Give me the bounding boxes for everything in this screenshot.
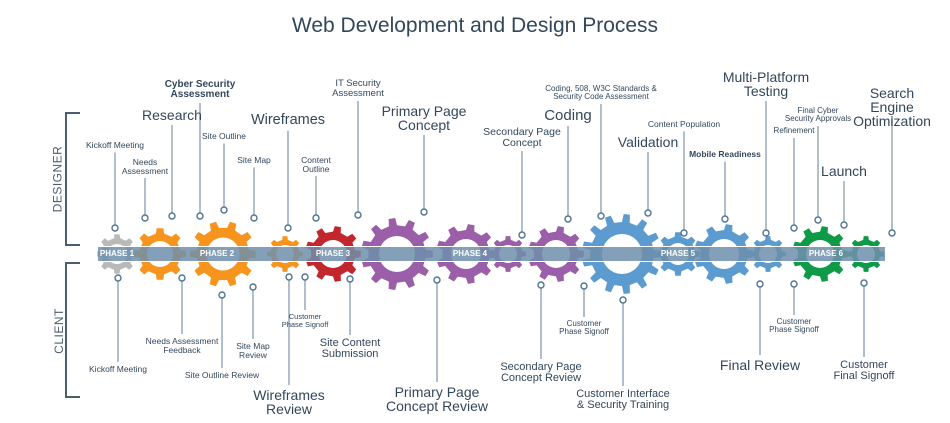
milestone-marker-icon [597,212,605,220]
client-step-label: Needs Assessment Feedback [145,336,219,355]
milestone-marker-icon [580,282,588,290]
milestone-marker-icon [790,280,798,288]
milestone-marker-icon [790,224,798,232]
client-step-label: Final Review [719,357,801,373]
milestone-marker-icon [756,280,764,288]
milestone-marker-icon [814,216,822,224]
designer-step-label: Launch [821,163,867,179]
phase-band [98,246,885,262]
milestone-marker-icon [250,214,258,222]
gear-icon [656,232,700,276]
client-step-label: Site Map Review [236,341,270,360]
gear-icon [97,234,137,274]
designer-step-label: Refinement [773,126,815,135]
milestone-marker-icon [860,279,868,287]
designer-step-label: Coding, 508, W3C Standards & Security Co… [545,84,657,101]
milestone-marker-icon [141,214,149,222]
milestone-marker-icon [721,215,729,223]
designer-step-label: Search Engine Optimization [853,85,931,129]
client-step-label: Wireframes Review [253,387,325,417]
client-step-label: Kickoff Meeting [89,364,147,374]
designer-step-label: Needs Assessment [121,157,169,176]
phase-label: PHASE 2 [199,249,235,258]
designer-step-label: Coding [544,107,592,124]
designer-step-label: Content Outline [301,155,331,174]
designer-step-label: Multi-Platform Testing [722,69,810,99]
designer-step-label: Secondary Page Concept [483,126,561,149]
milestone-marker-icon [644,209,652,217]
milestone-marker-icon [196,212,204,220]
designer-step-label: Site Map [237,155,271,165]
milestone-marker-icon [840,221,848,229]
designer-step-label: Cyber Security Assessment [164,79,236,100]
phase-label: PHASE 5 [660,249,696,258]
designer-step-label: Wireframes [250,112,326,128]
designer-step-label: Content Population [647,119,721,129]
milestone-marker-icon [888,229,896,237]
designer-side-label: DESIGNER [50,145,65,213]
milestone-marker-icon [680,229,688,237]
milestone-marker-icon [285,273,293,281]
gear-icon [190,221,256,287]
designer-step-label: Research [142,107,202,123]
gear-icon [694,224,754,284]
milestone-marker-icon [420,208,428,216]
milestone-marker-icon [312,214,320,222]
milestone-marker-icon [284,224,292,232]
client-step-label: Site Outline Review [184,370,260,380]
milestone-marker-icon [168,212,176,220]
gear-icon [582,214,662,294]
gear-icon [848,236,884,272]
client-step-label: Customer Interface & Security Training [576,388,670,411]
gear-icon [750,236,786,272]
client-step-label: Customer Phase Signoff [559,319,609,336]
milestone-marker-icon [518,231,526,239]
gear-icon [490,236,526,272]
phase-label: PHASE 4 [452,249,488,258]
phase-label: PHASE 6 [808,249,844,258]
milestone-marker-icon [619,296,627,304]
milestone-marker-icon [762,229,770,237]
milestone-marker-icon [433,276,441,284]
client-bracket [65,262,80,398]
designer-step-label: Validation [617,134,679,150]
gear-icon [267,236,303,272]
milestone-marker-icon [220,206,228,214]
designer-step-label: Final Cyber Security Approvals [784,106,852,123]
milestone-marker-icon [218,291,226,299]
client-step-label: Secondary Page Concept Review [500,361,582,384]
gear-icon [528,226,584,282]
gear-icon [134,228,186,280]
phase-label: PHASE 3 [315,249,351,258]
client-step-label: Site Content Submission [319,337,381,360]
client-step-label: Primary Page Concept Review [386,384,488,414]
milestone-marker-icon [346,275,354,283]
client-step-label: Customer Phase Signoff [769,317,819,334]
designer-step-label: Primary Page Concept [381,103,467,133]
milestone-marker-icon [111,224,119,232]
designer-step-label: Kickoff Meeting [86,140,144,150]
diagram-title: Web Development and Design Process [291,14,659,37]
milestone-marker-icon [301,273,309,281]
client-step-label: Customer Phase Signoff [281,312,329,329]
gear-icon [361,218,433,290]
milestone-marker-icon [114,274,122,282]
milestone-marker-icon [564,215,572,223]
milestone-marker-icon [537,281,545,289]
client-step-label: Customer Final Signoff [833,359,895,382]
designer-step-label: IT Security Assessment [332,78,384,99]
gear-icon [305,226,361,282]
designer-step-label: Site Outline [202,131,246,141]
milestone-marker-icon [178,274,186,282]
designer-step-label: Mobile Readiness [689,149,761,159]
gear-icon [792,226,848,282]
gear-icon [436,224,496,284]
designer-bracket [65,112,80,246]
milestone-marker-icon [354,211,362,219]
phase-label: PHASE 1 [99,249,135,258]
client-side-label: CLIENT [51,308,66,354]
milestone-marker-icon [249,283,257,291]
